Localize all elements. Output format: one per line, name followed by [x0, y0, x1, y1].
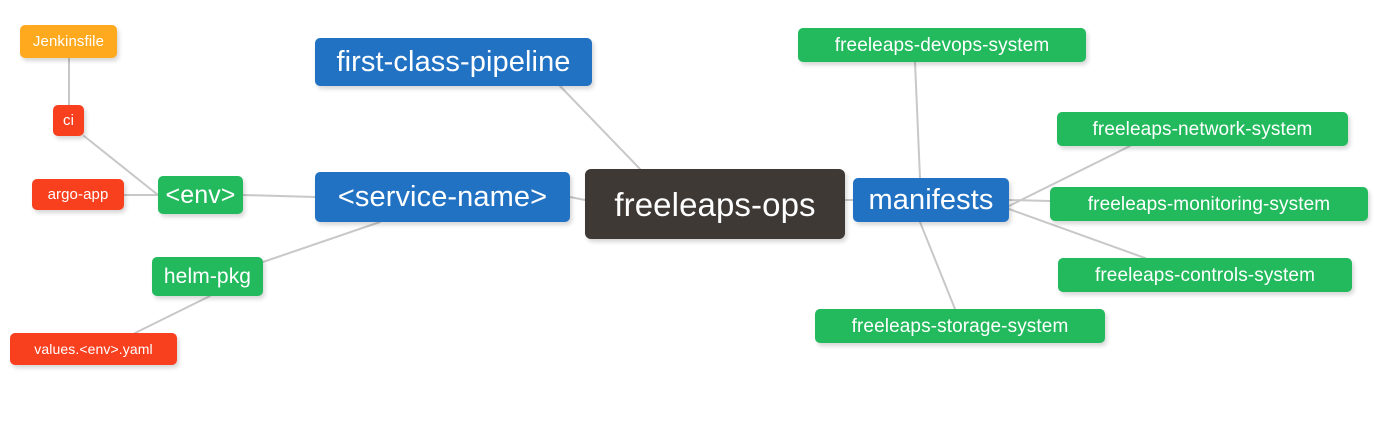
edge-first-class-pipeline-to-freeleaps-ops [559, 85, 641, 170]
node-values-env-yaml[interactable]: values.<env>.yaml [10, 333, 177, 365]
node-env[interactable]: <env> [158, 176, 243, 214]
node-freeleaps-network-system[interactable]: freeleaps-network-system [1057, 112, 1348, 146]
edge-manifests-to-freeleaps-storage-system [919, 221, 956, 310]
node-freeleaps-storage-system[interactable]: freeleaps-storage-system [815, 309, 1105, 343]
edge-manifests-to-freeleaps-monitoring-system [1008, 199, 1051, 202]
edge-env-to-service-name [242, 194, 316, 198]
node-first-class-pipeline[interactable]: first-class-pipeline [315, 38, 592, 86]
node-freeleaps-ops[interactable]: freeleaps-ops [585, 169, 845, 239]
node-manifests[interactable]: manifests [853, 178, 1009, 222]
edge-service-name-to-freeleaps-ops [569, 196, 586, 201]
node-freeleaps-monitoring-system[interactable]: freeleaps-monitoring-system [1050, 187, 1368, 221]
node-freeleaps-controls-system[interactable]: freeleaps-controls-system [1058, 258, 1352, 292]
edge-values-env-yaml-to-helm-pkg [134, 295, 211, 334]
node-jenkinsfile[interactable]: Jenkinsfile [20, 25, 117, 58]
edge-manifests-to-freeleaps-devops-system [914, 61, 921, 179]
edge-helm-pkg-to-service-name [262, 221, 381, 263]
node-ci[interactable]: ci [53, 105, 84, 136]
node-freeleaps-devops-system[interactable]: freeleaps-devops-system [798, 28, 1086, 62]
node-helm-pkg[interactable]: helm-pkg [152, 257, 263, 296]
node-service-name[interactable]: <service-name> [315, 172, 570, 222]
node-argo-app[interactable]: argo-app [32, 179, 124, 210]
